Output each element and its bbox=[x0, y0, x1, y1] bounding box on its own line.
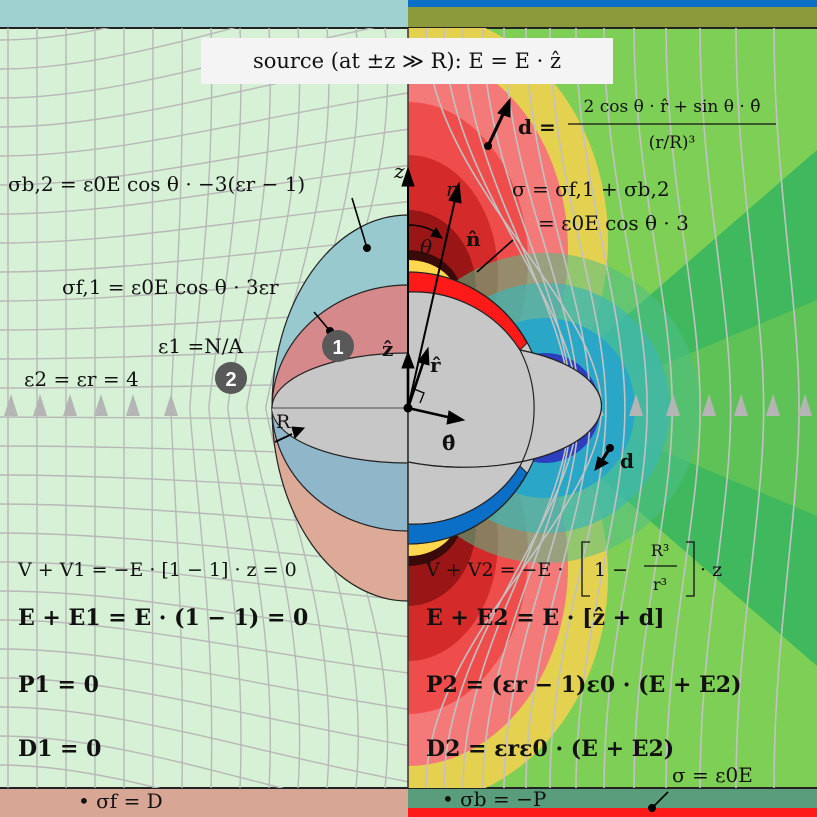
n-hat-label: n̂ bbox=[466, 227, 481, 251]
d-formula-denominator: (r/R)³ bbox=[649, 133, 696, 153]
bottom-left-plate bbox=[0, 788, 408, 817]
plate-sigma-b-label: • σb = −P bbox=[442, 787, 546, 811]
field-arrow bbox=[666, 394, 680, 416]
left-grid-line bbox=[0, 28, 237, 70]
field-arrow bbox=[4, 394, 18, 416]
field-arrow bbox=[164, 394, 178, 416]
right-field-line bbox=[575, 28, 626, 788]
left-grid-line bbox=[0, 735, 285, 788]
vectors bbox=[274, 97, 669, 812]
left-grid-line bbox=[0, 92, 408, 157]
field-arrow bbox=[94, 394, 108, 416]
V2-equation-right: · z bbox=[700, 559, 722, 581]
theta-hat-arrowhead bbox=[446, 410, 466, 425]
left-grid-line bbox=[151, 28, 154, 788]
left-grid-line bbox=[0, 648, 408, 710]
left-grid-line bbox=[0, 706, 408, 783]
V2-equation-left: V + V2 = −E · bbox=[425, 559, 563, 581]
left-grid-line bbox=[0, 677, 408, 747]
P2-equation: P2 = (εr − 1)ε0 · (E + E2) bbox=[426, 672, 742, 698]
field-arrow bbox=[126, 394, 140, 416]
left-grid-line bbox=[0, 201, 408, 244]
d-formula-numerator: 2 cos θ · r̂ + sin θ · θ̂ bbox=[584, 97, 761, 117]
theta-label: θ bbox=[420, 235, 432, 259]
top-right-charge-strip bbox=[408, 0, 817, 7]
eps2-label: ε2 = εr = 4 bbox=[24, 367, 139, 391]
axis-z-label: z bbox=[393, 159, 405, 183]
field-arrow bbox=[33, 394, 47, 416]
z-axis-arrowhead bbox=[401, 166, 415, 187]
left-grid-line bbox=[0, 128, 408, 186]
right-field-line bbox=[603, 28, 648, 788]
top-left-plate bbox=[0, 0, 408, 28]
left-grid-line bbox=[208, 28, 242, 788]
radius-label: R bbox=[276, 411, 291, 433]
left-grid-line bbox=[0, 164, 408, 215]
left-grid-line bbox=[265, 28, 330, 788]
axis-r-label: r bbox=[446, 177, 457, 201]
eps1-label: ε1 =N/A bbox=[158, 334, 243, 358]
right-field-line bbox=[735, 28, 765, 788]
V1-equation: V + V1 = −E · [1 − 1] · z = 0 bbox=[17, 559, 297, 581]
left-grid-line bbox=[0, 590, 408, 638]
plate-sigma-label: σ = ε0E bbox=[672, 763, 753, 787]
bottom-right-charge-strip bbox=[408, 808, 817, 817]
left-grid-line bbox=[227, 28, 272, 788]
r-hat-label: r̂ bbox=[430, 353, 441, 377]
sigma-total-value: = ε0E cos θ · 3 bbox=[538, 211, 689, 235]
left-grid-line bbox=[189, 28, 213, 788]
field-arrow bbox=[702, 394, 716, 416]
field-arrow bbox=[734, 394, 748, 416]
r-hat-arrowhead bbox=[417, 346, 430, 366]
E2-equation: E + E2 = E · [ẑ + d] bbox=[426, 605, 665, 631]
right-field-line bbox=[665, 28, 701, 788]
badge-1: 1 bbox=[322, 330, 354, 362]
left-grid-line bbox=[0, 28, 376, 99]
right-sphere bbox=[407, 271, 602, 545]
left-grid-line bbox=[0, 561, 408, 602]
sigma-total-label: σ = σf,1 + σb,2 bbox=[512, 177, 670, 201]
theta-hat-label: θ̂ bbox=[442, 431, 455, 455]
V2-frac-num: R³ bbox=[651, 541, 669, 560]
z-hat-label: ẑ bbox=[382, 337, 393, 361]
badge-2: 2 bbox=[215, 362, 247, 394]
sigma-f1-label: σf,1 = ε0E cos θ · 3εr bbox=[62, 275, 279, 299]
svg-text:2: 2 bbox=[225, 369, 236, 391]
right-field-line bbox=[549, 28, 607, 788]
D1-equation: D1 = 0 bbox=[18, 736, 101, 762]
sigma-b2-label: σb,2 = ε0E cos θ · −3(εr − 1) bbox=[8, 172, 305, 196]
left-grid-line bbox=[0, 764, 161, 788]
E1-equation: E + E1 = E · (1 − 1) = 0 bbox=[18, 605, 308, 631]
r-axis-arrowhead bbox=[448, 181, 462, 204]
V2-frac-den: r³ bbox=[653, 575, 667, 594]
right-field-line bbox=[699, 28, 732, 788]
d-formula-lhs: d = bbox=[518, 115, 556, 139]
field-arrow bbox=[63, 394, 77, 416]
right-field-line bbox=[773, 28, 800, 788]
field-arrow bbox=[766, 394, 780, 416]
svg-text:1: 1 bbox=[332, 337, 343, 359]
left-grid-line bbox=[0, 619, 408, 674]
d-vector-label: d bbox=[620, 449, 634, 473]
field-arrow bbox=[629, 394, 643, 416]
source-label: source (at ±z ≫ R): E = E · ẑ bbox=[201, 38, 613, 84]
D2-equation: D2 = εrε0 · (E + E2) bbox=[426, 736, 674, 762]
plate-sigma-f-label: • σf = D bbox=[78, 789, 163, 813]
labels: d = 2 cos θ · r̂ + sin θ · θ̂ (r/R)³ σb,… bbox=[8, 97, 776, 813]
left-grid-line bbox=[0, 28, 111, 41]
z-hat-arrowhead bbox=[401, 350, 415, 369]
left-grid-line bbox=[246, 28, 301, 788]
field-arrow bbox=[798, 394, 812, 416]
P1-equation: P1 = 0 bbox=[18, 672, 99, 698]
V2-one-minus: 1 − bbox=[594, 559, 628, 581]
